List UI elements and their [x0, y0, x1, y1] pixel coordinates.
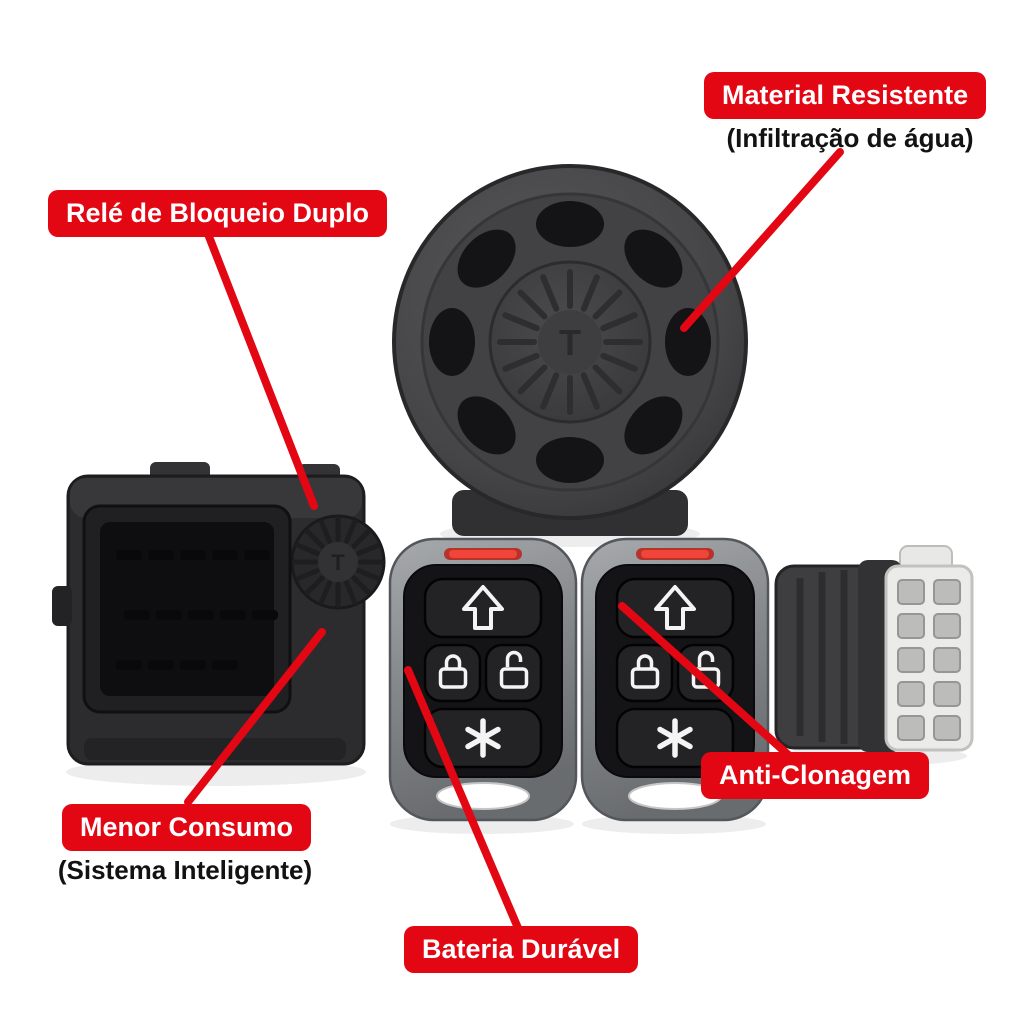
callout-material-resistente: Material Resistente: [704, 72, 987, 119]
callout-material-subtitle: (Infiltração de água): [726, 123, 974, 153]
callout-menor-consumo: Menor Consumo: [62, 804, 311, 851]
callout-line-anti-clonagem: [618, 602, 798, 764]
relay-brand-emblem: T: [290, 514, 386, 610]
brand-logo: T: [559, 322, 581, 363]
callout-line-rele: [204, 230, 318, 510]
siren-holes: [429, 201, 711, 483]
remote-control-left-image: [390, 539, 576, 820]
callout-consumo-subtitle: (Sistema Inteligente): [57, 855, 313, 885]
callout-line-bateria: [404, 666, 522, 932]
brand-logo: T: [331, 550, 345, 575]
callout-lines: [184, 148, 844, 932]
siren-image: T: [392, 164, 748, 536]
relay-pins: [116, 550, 278, 670]
connector-slots: [897, 579, 961, 741]
callout-anti-clonagem: Anti-Clonagem: [701, 752, 929, 799]
callout-bateria-duravel: Bateria Durável: [404, 926, 639, 973]
callout-rele-bloqueio: Relé de Bloqueio Duplo: [48, 190, 388, 237]
wiring-connector-image: [774, 545, 974, 752]
callout-line-material: [680, 148, 844, 332]
relay-module-image: T: [52, 462, 386, 766]
callout-line-consumo: [184, 628, 326, 806]
